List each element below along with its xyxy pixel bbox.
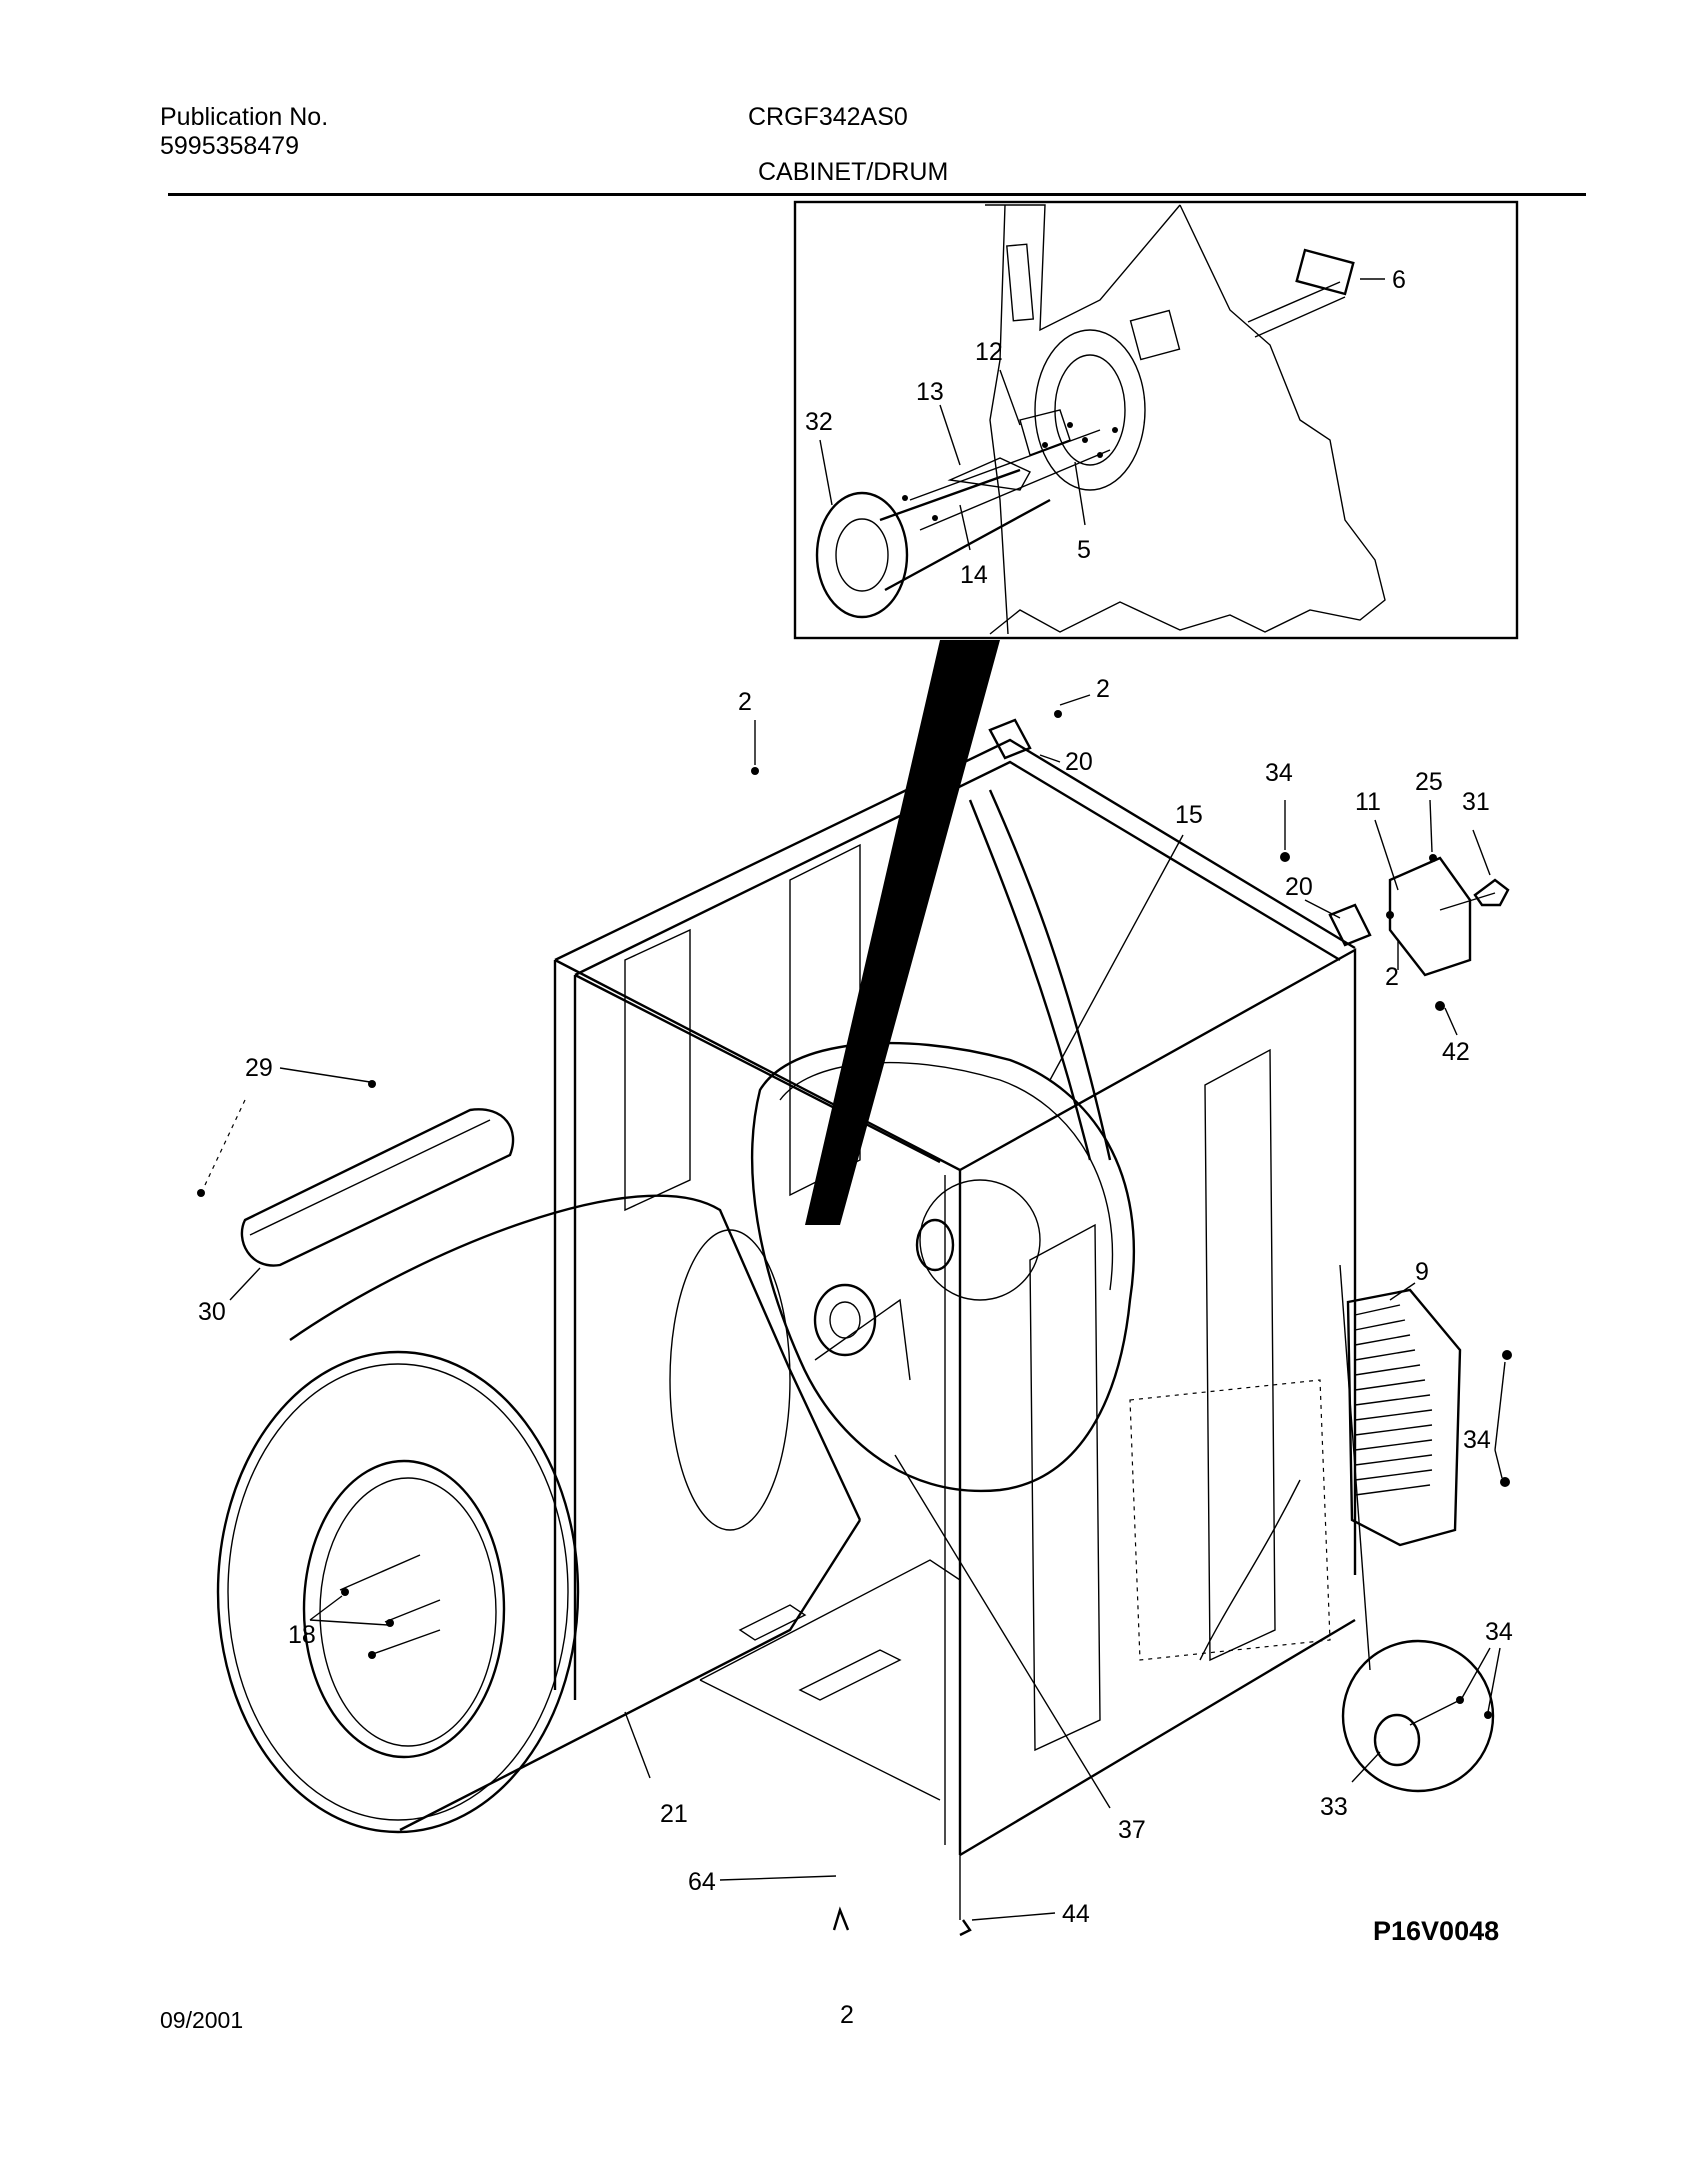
inset-pointer-wedge bbox=[805, 640, 1000, 1225]
callout: 20 bbox=[1065, 748, 1093, 776]
callout: 31 bbox=[1462, 788, 1490, 816]
callout: 11 bbox=[1355, 788, 1381, 816]
drum bbox=[216, 1194, 862, 1834]
callout: 2 bbox=[738, 688, 752, 716]
callout: 34 bbox=[1463, 1426, 1491, 1454]
inset-callout: 6 bbox=[1392, 266, 1406, 294]
lint-duct bbox=[197, 1080, 515, 1267]
callout: 33 bbox=[1320, 1793, 1348, 1821]
callout: 64 bbox=[688, 1868, 716, 1896]
diagram-code: P16V0048 bbox=[1373, 1916, 1499, 1946]
callout: 9 bbox=[1415, 1258, 1429, 1286]
header-rule bbox=[168, 193, 1586, 196]
inset-callout: 12 bbox=[975, 338, 1003, 366]
callout: 29 bbox=[245, 1054, 273, 1082]
callout: 44 bbox=[1062, 1900, 1090, 1928]
footer-date: 09/2001 bbox=[160, 2007, 244, 2033]
callout: 18 bbox=[288, 1621, 316, 1649]
access-panel bbox=[1346, 1288, 1512, 1547]
rear-bulkhead bbox=[751, 789, 1301, 1661]
callout: 2 bbox=[1385, 963, 1399, 991]
section-title: CABINET/DRUM bbox=[758, 158, 949, 186]
inset-callout: 5 bbox=[1077, 536, 1091, 564]
inset-callout: 13 bbox=[916, 378, 944, 406]
publication-label: Publication No. bbox=[160, 103, 329, 131]
callout: 20 bbox=[1285, 873, 1313, 901]
inset-detail bbox=[793, 200, 1519, 640]
callout: 42 bbox=[1442, 1038, 1470, 1066]
callout: 34 bbox=[1485, 1618, 1513, 1646]
callout: 25 bbox=[1415, 768, 1443, 796]
callout: 15 bbox=[1175, 801, 1203, 829]
leader-lines bbox=[229, 694, 1506, 1921]
hardware bbox=[751, 710, 1510, 1937]
inset-callout: 32 bbox=[805, 408, 833, 436]
model-number: CRGF342AS0 bbox=[748, 103, 908, 131]
callout: 37 bbox=[1118, 1816, 1146, 1844]
inset-callout: 14 bbox=[960, 561, 988, 589]
callout: 21 bbox=[660, 1800, 688, 1828]
callout: 2 bbox=[1096, 675, 1110, 703]
page-number: 2 bbox=[840, 2001, 854, 2029]
callout: 34 bbox=[1265, 759, 1293, 787]
cabinet-frame bbox=[553, 738, 1357, 1857]
publication-number: 5995358479 bbox=[160, 132, 300, 160]
callout: 30 bbox=[198, 1298, 226, 1326]
